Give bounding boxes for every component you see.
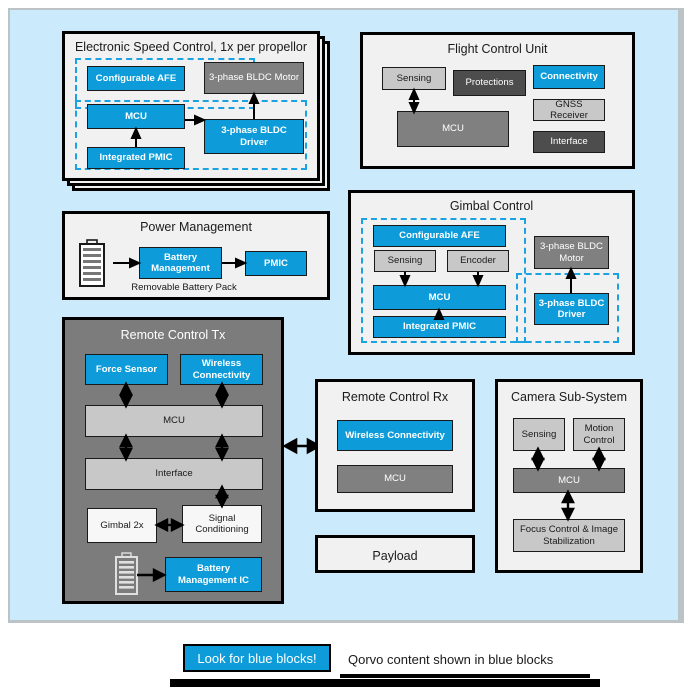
power-block-battery-management[interactable]: Battery Management xyxy=(139,247,222,279)
rctx-block-wireless-connectivity[interactable]: Wireless Connectivity xyxy=(180,354,263,385)
tx-rx-link-arrow xyxy=(283,437,321,455)
rcrx-title: Remote Control Rx xyxy=(341,390,449,404)
esc-block-bldc-driver[interactable]: 3-phase BLDC Driver xyxy=(204,119,304,154)
power-block-pmic[interactable]: PMIC xyxy=(245,251,307,276)
esc-block-configurable-afe[interactable]: Configurable AFE xyxy=(87,66,185,91)
gimbal-title: Gimbal Control xyxy=(449,199,534,213)
rctx-block-battery-management-ic[interactable]: Battery Management IC xyxy=(165,557,262,592)
fcu-title: Flight Control Unit xyxy=(447,42,548,56)
esc-block-integrated-pmic[interactable]: Integrated PMIC xyxy=(87,147,185,169)
esc-title: Electronic Speed Control, 1x per propell… xyxy=(74,40,308,54)
power-title: Power Management xyxy=(140,220,252,234)
fcu-block-protections[interactable]: Protections xyxy=(453,70,526,96)
rctx-block-interface[interactable]: Interface xyxy=(85,458,263,490)
gimbal-qorvo-boundary-right xyxy=(516,273,619,343)
esc-qorvo-boundary-lower xyxy=(75,100,307,170)
camera-block-focus-control[interactable]: Focus Control & Image Stabilization xyxy=(513,519,625,552)
gimbal-qorvo-boundary-left xyxy=(361,218,526,343)
bottom-black-bar xyxy=(170,679,600,687)
payload-title: Payload xyxy=(372,549,418,563)
power-caption-removable-battery-pack: Removable Battery Pack xyxy=(131,282,237,293)
group-electronic-speed-control[interactable]: Electronic Speed Control, 1x per propell… xyxy=(62,31,320,181)
rcrx-block-wireless-connectivity[interactable]: Wireless Connectivity xyxy=(337,420,453,451)
camera-arrows xyxy=(531,446,606,522)
group-remote-control-tx[interactable]: Remote Control Tx Force Sensor Wireless … xyxy=(62,317,284,604)
esc-block-mcu[interactable]: MCU xyxy=(87,104,185,129)
rctx-block-gimbal-2x[interactable]: Gimbal 2x xyxy=(87,508,157,543)
rcrx-block-mcu[interactable]: MCU xyxy=(337,465,453,493)
rctx-block-mcu[interactable]: MCU xyxy=(85,405,263,437)
group-remote-control-rx[interactable]: Remote Control Rx Wireless Connectivity … xyxy=(315,379,475,512)
fcu-block-interface[interactable]: Interface xyxy=(533,131,605,153)
rctx-block-signal-conditioning[interactable]: Signal Conditioning xyxy=(182,505,262,543)
group-payload[interactable]: Payload xyxy=(315,535,475,573)
legend-underline xyxy=(340,674,590,678)
group-gimbal-control[interactable]: Gimbal Control Configurable AFE Sensing … xyxy=(348,190,635,355)
group-power-management[interactable]: Power Management Battery Management PMIC xyxy=(62,211,330,300)
group-flight-control-unit[interactable]: Flight Control Unit Sensing Protections … xyxy=(360,32,635,169)
rctx-battery-icon xyxy=(115,552,138,595)
group-camera-subsystem[interactable]: Camera Sub-System Sensing Motion Control… xyxy=(495,379,643,573)
fcu-block-mcu[interactable]: MCU xyxy=(397,111,509,147)
rctx-block-force-sensor[interactable]: Force Sensor xyxy=(85,354,168,385)
gimbal-block-encoder[interactable]: Encoder xyxy=(447,250,509,272)
rctx-arrows xyxy=(119,381,229,582)
legend-note: Qorvo content shown in blue blocks xyxy=(348,652,554,667)
rctx-title: Remote Control Tx xyxy=(120,328,226,342)
gimbal-block-bldc-driver[interactable]: 3-phase BLDC Driver xyxy=(534,293,609,325)
camera-block-sensing[interactable]: Sensing xyxy=(513,418,565,451)
fcu-block-connectivity[interactable]: Connectivity xyxy=(533,65,605,89)
legend-blue-chip[interactable]: Look for blue blocks! xyxy=(183,644,331,672)
camera-block-motion-control[interactable]: Motion Control xyxy=(573,418,625,451)
gimbal-block-configurable-afe[interactable]: Configurable AFE xyxy=(373,225,506,247)
gimbal-block-sensing[interactable]: Sensing xyxy=(374,250,436,272)
battery-icon xyxy=(79,239,105,287)
gimbal-arrows xyxy=(399,266,577,320)
power-arrows xyxy=(113,257,248,269)
fcu-arrows xyxy=(408,87,420,115)
esc-arrows xyxy=(130,91,260,147)
fcu-block-gnss-receiver[interactable]: GNSS Receiver xyxy=(533,99,605,121)
esc-block-bldc-motor[interactable]: 3-phase BLDC Motor xyxy=(204,62,304,94)
camera-title: Camera Sub-System xyxy=(510,390,627,404)
